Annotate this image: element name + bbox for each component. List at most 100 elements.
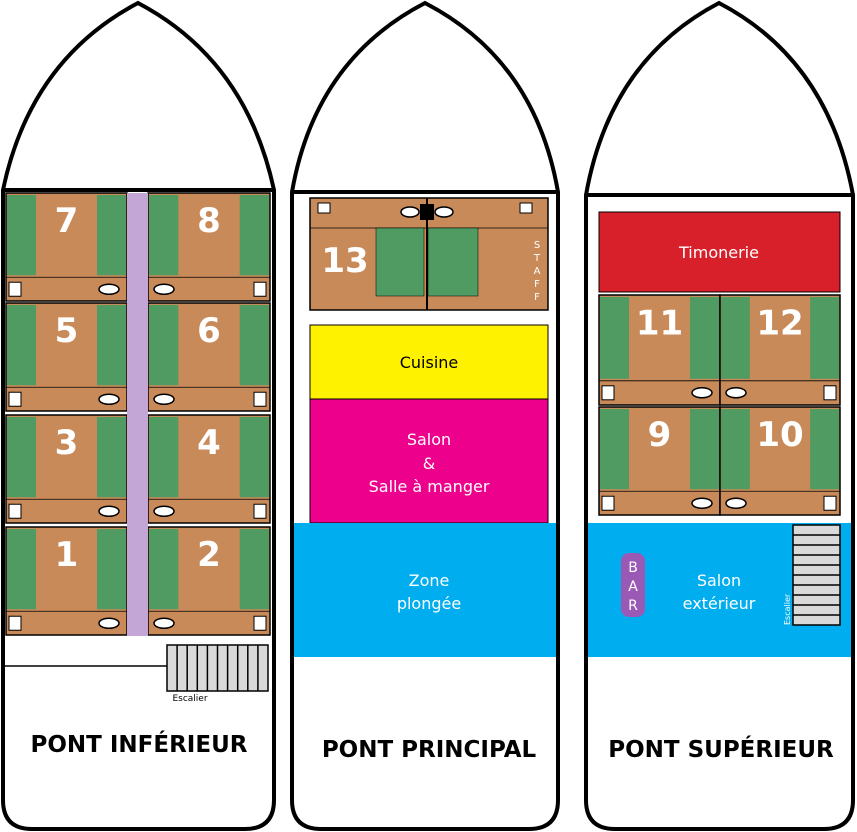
bed [7, 195, 37, 276]
outdoor-salon-label: Salon [697, 571, 741, 590]
cabin-12[interactable]: 12 [719, 294, 841, 406]
cabin-5[interactable]: 5 [5, 302, 128, 412]
kitchen[interactable] [309, 324, 549, 400]
bed [239, 417, 269, 498]
cabin-number: 7 [55, 201, 79, 241]
deck-title-main: PONT PRINCIPAL [322, 737, 537, 763]
cabin-number: 11 [636, 304, 683, 344]
sink-icon [8, 503, 22, 519]
cabin-7[interactable]: 7 [5, 192, 128, 302]
cabin-number: 5 [55, 311, 79, 351]
staff-letter: F [534, 279, 540, 290]
toilet-icon [153, 617, 175, 629]
cabin-4[interactable]: 4 [147, 414, 271, 524]
toilet-icon [691, 497, 713, 509]
stairs-lower[interactable] [166, 644, 269, 692]
cabin-3[interactable]: 3 [5, 414, 128, 524]
toilet-tank [420, 204, 434, 220]
sink-icon [823, 495, 837, 511]
toilet-icon [153, 393, 175, 405]
bed [427, 227, 479, 297]
outdoor-salon-label: extérieur [683, 594, 756, 613]
deck-title-lower: PONT INFÉRIEUR [31, 730, 248, 758]
sink-icon [823, 385, 837, 401]
cabin-number: 6 [197, 311, 221, 351]
cabin-8[interactable]: 8 [147, 192, 271, 302]
bed [689, 297, 719, 379]
bed [239, 305, 269, 386]
bed [810, 297, 839, 379]
salon-dining[interactable] [309, 398, 549, 524]
cabin-1[interactable]: 1 [5, 526, 128, 636]
toilet-icon [400, 206, 420, 218]
sink-icon [519, 202, 533, 214]
toilet-icon [153, 283, 175, 295]
sink-icon [317, 202, 331, 214]
staff-letter: T [533, 253, 541, 264]
bar-letter: R [628, 598, 638, 614]
toilet-icon [691, 387, 713, 399]
toilet-icon [434, 206, 454, 218]
bed [375, 227, 425, 297]
bed [7, 305, 37, 386]
bed [96, 417, 126, 498]
cabin-10[interactable]: 10 [719, 406, 841, 516]
bar[interactable] [621, 553, 645, 617]
salon-label: Salon [407, 430, 451, 449]
sink-icon [8, 281, 22, 297]
sink-icon [8, 391, 22, 407]
bed [149, 195, 179, 276]
bar-label: BAR [628, 560, 638, 614]
bar-letter: A [628, 579, 638, 595]
sink-icon [601, 495, 615, 511]
stairs-label: Escalier [172, 694, 207, 704]
cabin-number: 2 [197, 535, 221, 575]
bed [7, 529, 37, 610]
bed [600, 297, 630, 379]
kitchen-label: Cuisine [400, 353, 459, 372]
salon-label: Salle à manger [369, 477, 490, 496]
bed [721, 297, 750, 379]
bed [7, 417, 37, 498]
stairs-upper[interactable] [792, 524, 841, 626]
sink-icon [8, 615, 22, 631]
cabin-9[interactable]: 9 [598, 406, 721, 516]
bed [239, 195, 269, 276]
bed [689, 409, 719, 490]
stairs-label: Escalier [783, 593, 792, 625]
dive-zone-label: plongée [397, 594, 461, 613]
dive-zone[interactable] [294, 523, 556, 657]
toilet-icon [98, 505, 120, 517]
toilet-icon [725, 497, 747, 509]
staff-letter: S [534, 240, 540, 251]
cabin-2[interactable]: 2 [147, 526, 271, 636]
dive-zone-label: Zone [409, 571, 450, 590]
staff-letter: A [534, 266, 541, 277]
bed [96, 305, 126, 386]
bed [721, 409, 750, 490]
bed [149, 417, 179, 498]
cabin-number: 13 [321, 241, 368, 281]
bed [600, 409, 630, 490]
bed [96, 195, 126, 276]
cabin-number: 4 [197, 423, 221, 463]
cabin-number: 10 [756, 415, 803, 455]
cabin-number: 8 [197, 201, 221, 241]
bed [810, 409, 839, 490]
sink-icon [253, 391, 267, 407]
cabin-number: 1 [55, 535, 79, 575]
sink-icon [601, 385, 615, 401]
bed [239, 529, 269, 610]
wheelhouse-label: Timonerie [678, 243, 759, 262]
toilet-icon [98, 283, 120, 295]
cabin-6[interactable]: 6 [147, 302, 271, 412]
toilet-icon [725, 387, 747, 399]
cabin-number: 12 [756, 304, 803, 344]
wheelhouse[interactable] [598, 211, 841, 293]
bed [149, 305, 179, 386]
cabin-11[interactable]: 11 [598, 294, 721, 406]
sink-icon [253, 615, 267, 631]
